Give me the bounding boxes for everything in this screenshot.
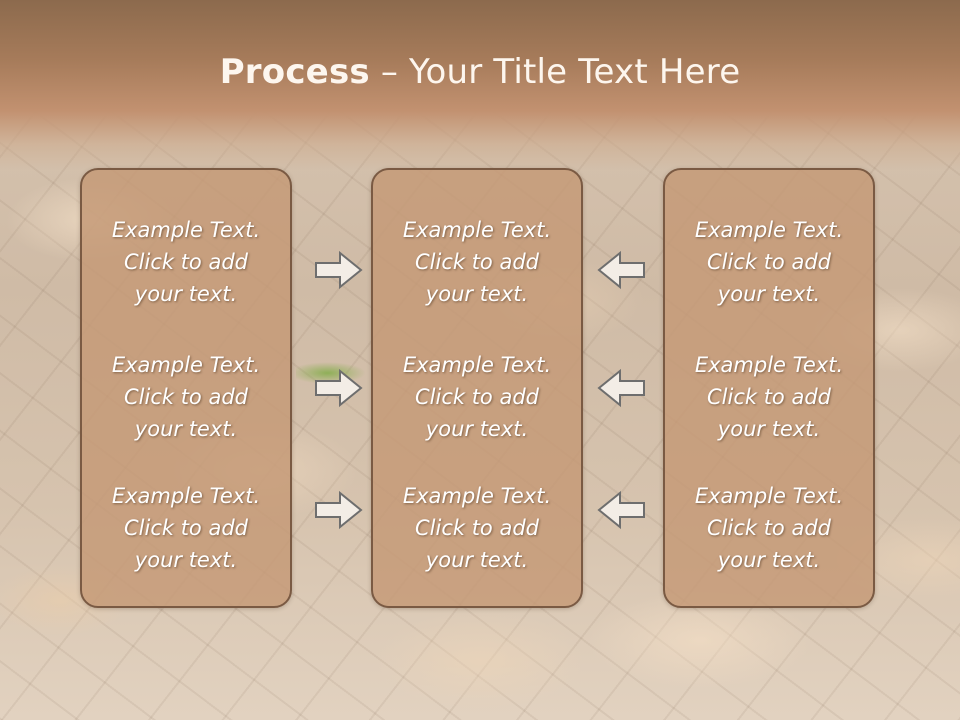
text-line: Click to add xyxy=(706,250,831,274)
title-band xyxy=(0,0,960,170)
text-block[interactable]: Example Text. Click to add your text. xyxy=(82,349,290,445)
text-line: your text. xyxy=(425,548,529,572)
text-line: Example Text. xyxy=(111,484,261,508)
text-line: your text. xyxy=(717,417,821,441)
slide-title[interactable]: Process – Your Title Text Here xyxy=(0,52,960,92)
text-block[interactable]: Example Text. Click to add your text. xyxy=(373,480,581,576)
text-box-right[interactable]: Example Text. Click to add your text. Ex… xyxy=(663,168,875,608)
text-line: Click to add xyxy=(706,385,831,409)
text-block[interactable]: Example Text. Click to add your text. xyxy=(665,349,873,445)
text-line: Click to add xyxy=(123,385,248,409)
text-block[interactable]: Example Text. Click to add your text. xyxy=(82,214,290,310)
text-line: Click to add xyxy=(706,516,831,540)
text-block[interactable]: Example Text. Click to add your text. xyxy=(665,480,873,576)
text-line: Example Text. xyxy=(694,353,844,377)
title-bold: Process xyxy=(219,52,370,92)
text-block[interactable]: Example Text. Click to add your text. xyxy=(373,214,581,310)
text-line: Example Text. xyxy=(402,218,552,242)
text-line: Example Text. xyxy=(111,218,261,242)
left-arrow-icon xyxy=(596,368,646,408)
title-rest: – Your Title Text Here xyxy=(369,52,741,92)
text-line: your text. xyxy=(717,548,821,572)
right-arrow-icon xyxy=(314,250,364,290)
text-line: Click to add xyxy=(414,385,539,409)
left-arrow-icon xyxy=(596,250,646,290)
text-line: Example Text. xyxy=(694,484,844,508)
text-line: Click to add xyxy=(123,516,248,540)
right-arrow-icon xyxy=(314,490,364,530)
text-block[interactable]: Example Text. Click to add your text. xyxy=(665,214,873,310)
text-block[interactable]: Example Text. Click to add your text. xyxy=(373,349,581,445)
text-line: your text. xyxy=(717,282,821,306)
text-line: Click to add xyxy=(123,250,248,274)
text-line: Example Text. xyxy=(402,484,552,508)
text-line: Example Text. xyxy=(111,353,261,377)
left-arrow-icon xyxy=(596,490,646,530)
text-line: your text. xyxy=(425,282,529,306)
text-line: your text. xyxy=(134,548,238,572)
text-line: your text. xyxy=(134,282,238,306)
text-line: Click to add xyxy=(414,516,539,540)
right-arrow-icon xyxy=(314,368,364,408)
text-line: your text. xyxy=(425,417,529,441)
text-block[interactable]: Example Text. Click to add your text. xyxy=(82,480,290,576)
text-line: Click to add xyxy=(414,250,539,274)
text-line: your text. xyxy=(134,417,238,441)
text-line: Example Text. xyxy=(694,218,844,242)
text-line: Example Text. xyxy=(402,353,552,377)
text-box-left[interactable]: Example Text. Click to add your text. Ex… xyxy=(80,168,292,608)
text-box-center[interactable]: Example Text. Click to add your text. Ex… xyxy=(371,168,583,608)
